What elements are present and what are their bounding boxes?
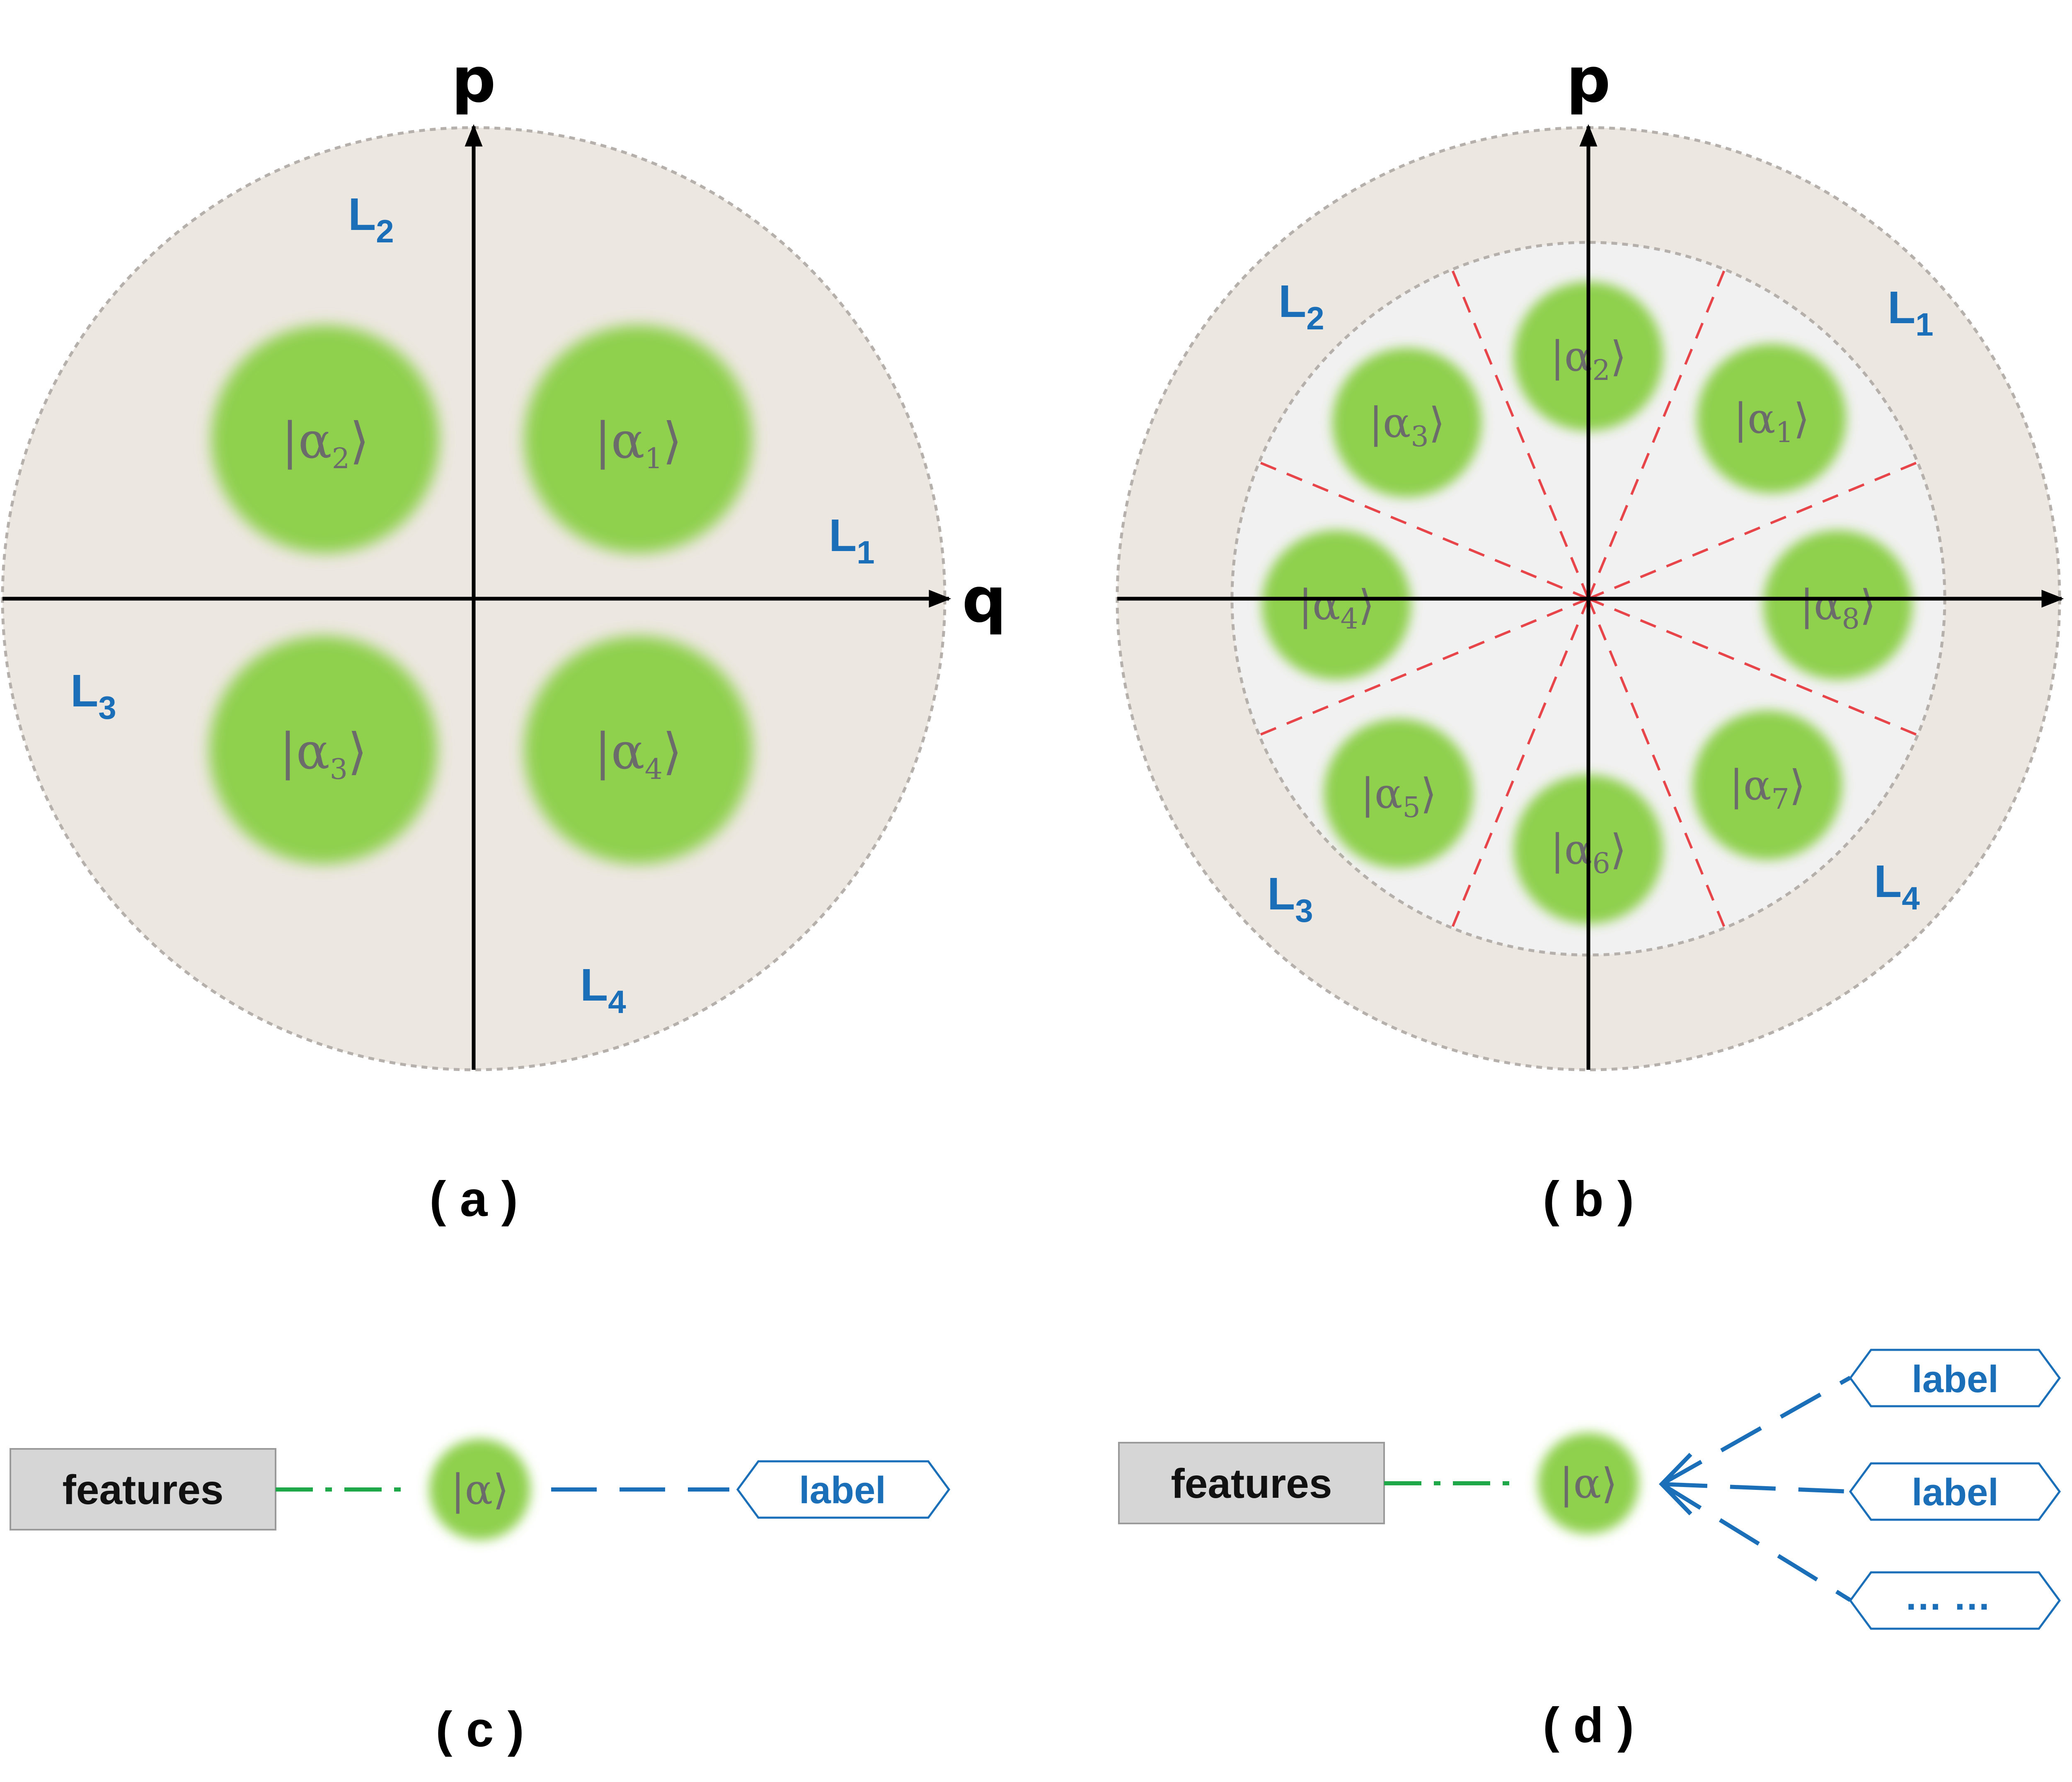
state-a2-blob (211, 325, 439, 553)
panel-d-state-label: |α⟩ (1559, 1459, 1617, 1508)
panel-d-features-box (1118, 1442, 1385, 1524)
state-a3-blob (209, 636, 437, 864)
state-a1-label: |α1⟩ (594, 412, 682, 475)
state-b6-label: |α6⟩ (1550, 825, 1627, 880)
panel-a-region-l2: L2 (348, 189, 394, 249)
state-a4-blob (524, 636, 752, 864)
panel-a-p-label: p (451, 44, 496, 116)
panel-d-label-tag-2 (1849, 1462, 2061, 1521)
panel-d-link-bottom (1661, 1482, 1852, 1602)
panel-b-region-l1: L1 (1888, 282, 1934, 343)
state-b5-blob (1324, 719, 1473, 868)
state-b3-blob (1332, 348, 1481, 497)
state-a3-label: |α3⟩ (279, 723, 367, 786)
state-b5-label: |α5⟩ (1360, 769, 1437, 824)
state-b8-blob (1763, 530, 1912, 679)
panel-d-label-text-1: label (1912, 1358, 1999, 1400)
panel-d-link-middle (1661, 1482, 1851, 1494)
state-b3-label: |α3⟩ (1369, 399, 1445, 453)
panel-c-label-tag (736, 1460, 951, 1519)
panel-d-label-text-3: … … (1904, 1576, 1991, 1618)
state-b1-label: |α1⟩ (1733, 394, 1810, 449)
state-a1-blob (524, 325, 752, 553)
sector-divider (1451, 598, 1590, 929)
panel-b-caption: ( b ) (1543, 1171, 1634, 1227)
sector-divider (1587, 268, 1726, 600)
sector-divider (1451, 268, 1590, 600)
state-b7-blob (1693, 711, 1842, 860)
panel-d-label-tag-1 (1849, 1349, 2061, 1407)
panel-d-label-tag-3 (1849, 1571, 2061, 1630)
panel-c-state-blob (429, 1439, 530, 1540)
sector-divider (1259, 461, 1589, 600)
panel-d-link-top (1661, 1376, 1852, 1486)
panel-d-caption: ( d ) (1543, 1697, 1634, 1753)
panel-a-region-l1: L1 (829, 510, 875, 571)
state-b1-blob (1697, 344, 1846, 493)
panel-b-region-l4: L4 (1874, 856, 1920, 916)
state-a4-label: |α4⟩ (594, 723, 682, 786)
sector-divider (1587, 598, 1726, 929)
panel-c-caption: ( c ) (436, 1702, 524, 1757)
panel-c-features-text: features (62, 1467, 223, 1513)
panel-b: |α2⟩ |α3⟩ |α1⟩ |α4⟩ |α8⟩ |α5⟩ |α7⟩ |α6⟩ … (1116, 44, 2064, 1227)
panel-d-state-blob (1538, 1433, 1639, 1534)
panel-d: features |α⟩ label label … … ( d ) (1118, 1349, 2061, 1753)
panel-c-features-box (10, 1448, 276, 1531)
panel-a-caption: ( a ) (429, 1171, 518, 1227)
panel-b-region-l3: L3 (1267, 868, 1313, 929)
state-b7-label: |α7⟩ (1729, 761, 1806, 816)
state-b4-label: |α4⟩ (1298, 581, 1375, 636)
panel-a-q-label: q (962, 564, 1006, 636)
panel-a-region-l3: L3 (70, 665, 116, 726)
panel-a-region-l4: L4 (580, 960, 626, 1020)
panel-c-state-label: |α⟩ (451, 1465, 509, 1514)
panel-c: features |α⟩ label ( c ) (10, 1439, 951, 1757)
panel-b-sector-dividers (1259, 268, 1918, 929)
panel-a: |α2⟩ |α1⟩ |α3⟩ |α4⟩ p q L2 L1 L3 L4 ( a … (1, 44, 1007, 1227)
state-b8-label: |α8⟩ (1800, 581, 1876, 636)
sector-divider (1588, 597, 1918, 736)
state-a2-label: |α2⟩ (281, 412, 369, 475)
panel-d-label-text-2: label (1912, 1471, 1999, 1514)
panel-b-region-l2: L2 (1278, 276, 1324, 336)
state-b2-label: |α2⟩ (1550, 332, 1627, 387)
panel-d-features-text: features (1171, 1460, 1332, 1507)
sector-divider (1588, 461, 1918, 600)
sector-divider (1259, 597, 1589, 736)
panel-b-p-label: p (1566, 44, 1610, 116)
state-b4-blob (1262, 530, 1411, 679)
panel-c-label-text: label (799, 1469, 886, 1511)
